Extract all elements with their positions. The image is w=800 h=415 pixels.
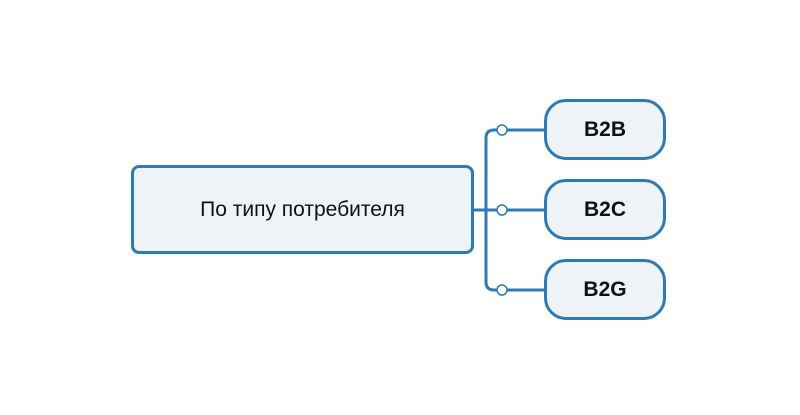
junction-dot-b2g	[496, 284, 508, 296]
child-node-b2c[interactable]: B2C	[544, 179, 666, 240]
child-node-label: B2B	[583, 117, 626, 141]
child-node-label: B2G	[583, 277, 627, 301]
child-node-b2b[interactable]: B2B	[544, 99, 666, 160]
child-node-b2g[interactable]: B2G	[544, 259, 666, 320]
junction-dot-b2b	[496, 124, 508, 136]
child-node-label: B2C	[583, 197, 626, 221]
root-node[interactable]: По типу потребителя	[131, 165, 474, 254]
junction-dot-b2c	[496, 204, 508, 216]
root-node-label: По типу потребителя	[200, 197, 405, 221]
